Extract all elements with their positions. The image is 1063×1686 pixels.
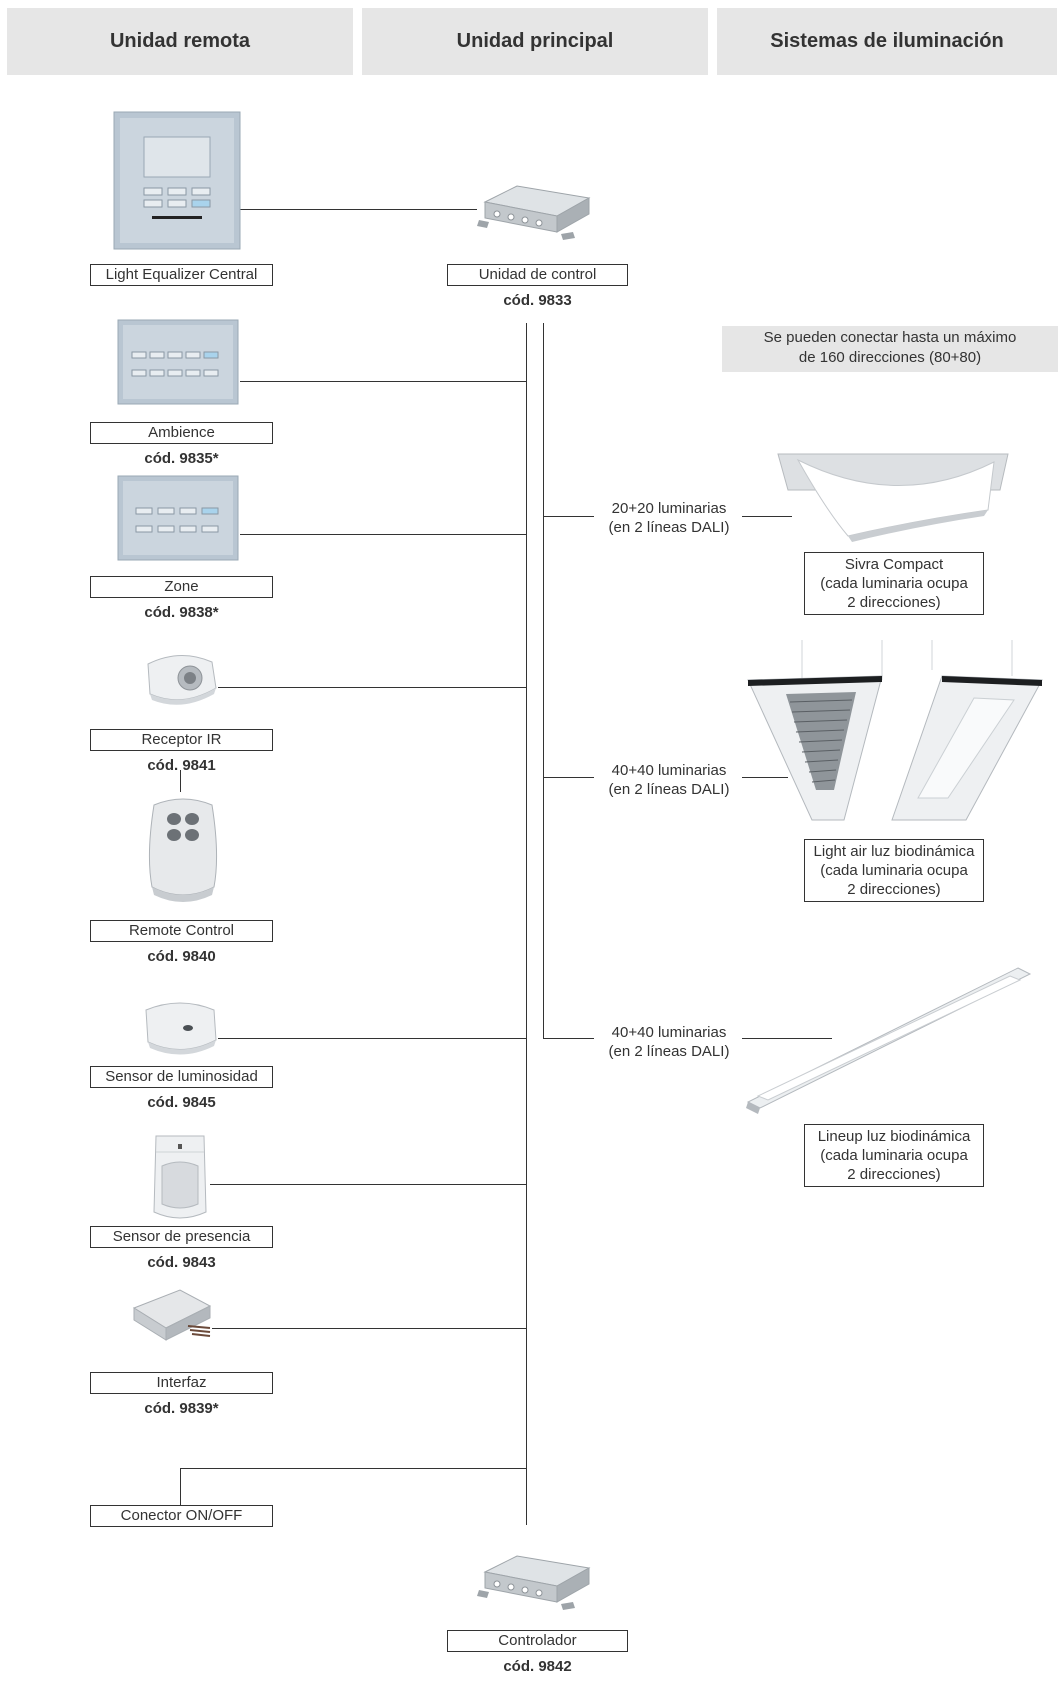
code-interface: cód. 9839* [144, 1400, 219, 1417]
code-control-unit: cód. 9833 [503, 292, 572, 309]
connector-lineup-left [543, 1038, 594, 1039]
flow-lineup-line-1: 40+40 luminarias [611, 1024, 727, 1041]
flow-label-lightair: 40+40 luminarias (en 2 líneas DALI) [596, 761, 742, 799]
flow-label-sivra: 20+20 luminarias (en 2 líneas DALI) [596, 499, 742, 537]
connector-onoff-v [180, 1468, 181, 1505]
connector-lightair-right [742, 777, 788, 778]
connector-equalizer [240, 209, 477, 210]
connector-lightair-left [543, 777, 594, 778]
connector-light-sensor [218, 1038, 527, 1039]
light-air-detail-2: 2 direcciones) [847, 881, 941, 898]
control-unit-image [477, 185, 591, 240]
connector-presence-sensor [210, 1184, 527, 1185]
interface-image [132, 1289, 212, 1341]
code-zone: cód. 9838* [144, 604, 219, 621]
connector-interface [212, 1328, 527, 1329]
capacity-note: Se pueden conectar hasta un máximo de 16… [722, 326, 1058, 372]
header-main-unit: Unidad principal [362, 8, 708, 75]
light-air-image [747, 640, 1043, 821]
header-remote-unit: Unidad remota [7, 8, 353, 75]
sivra-compact-name: Sivra Compact [844, 556, 944, 573]
ambience-panel-image [117, 319, 239, 405]
label-remote-control: Remote Control [90, 920, 273, 942]
lineup-detail-1: (cada luminaria ocupa [820, 1147, 968, 1164]
code-remote-control: cód. 9840 [147, 948, 216, 965]
light-air-detail-1: (cada luminaria ocupa [820, 862, 968, 879]
label-light-air: Light air luz biodinámica (cada luminari… [804, 839, 984, 902]
flow-sivra-line-2: (en 2 líneas DALI) [608, 519, 730, 536]
ir-receptor-image [147, 654, 217, 705]
connector-sivra-left [543, 516, 594, 517]
code-light-sensor: cód. 9845 [147, 1094, 216, 1111]
label-presence-sensor: Sensor de presencia [90, 1226, 273, 1248]
label-controller: Controlador [447, 1630, 628, 1652]
capacity-note-line-1: Se pueden conectar hasta un máximo [763, 329, 1017, 346]
code-controller: cód. 9842 [503, 1658, 572, 1675]
code-ir-receptor: cód. 9841 [147, 757, 216, 774]
light-equalizer-central-image [113, 111, 241, 250]
label-onoff-connector: Conector ON/OFF [90, 1505, 273, 1527]
label-zone: Zone [90, 576, 273, 598]
capacity-note-line-2: de 160 direcciones (80+80) [798, 349, 982, 366]
controller-image [477, 1555, 591, 1610]
sivra-compact-detail-2: 2 direcciones) [847, 594, 941, 611]
label-light-sensor: Sensor de luminosidad [90, 1066, 273, 1088]
label-ir-receptor: Receptor IR [90, 729, 273, 751]
bus-line-main [526, 323, 527, 1525]
header-lighting-systems: Sistemas de iluminación [717, 8, 1057, 75]
bus-line-luminaires [543, 323, 544, 1038]
flow-lineup-line-2: (en 2 líneas DALI) [608, 1043, 730, 1060]
code-presence-sensor: cód. 9843 [147, 1254, 216, 1271]
connector-onoff-h [180, 1468, 527, 1469]
flow-sivra-line-1: 20+20 luminarias [611, 500, 727, 517]
label-lineup: Lineup luz biodinámica (cada luminaria o… [804, 1124, 984, 1187]
presence-sensor-image [153, 1135, 207, 1219]
connector-lineup-right [742, 1038, 832, 1039]
zone-panel-image [117, 475, 239, 561]
flow-lightair-line-1: 40+40 luminarias [611, 762, 727, 779]
lineup-name: Lineup luz biodinámica [817, 1128, 971, 1145]
light-sensor-image [145, 1002, 217, 1055]
connector-ir-remote [180, 770, 181, 792]
label-interface: Interfaz [90, 1372, 273, 1394]
lineup-image [746, 967, 1032, 1114]
sivra-compact-image [777, 453, 1009, 542]
lineup-detail-2: 2 direcciones) [847, 1166, 941, 1183]
flow-lightair-line-2: (en 2 líneas DALI) [608, 781, 730, 798]
remote-control-image [148, 798, 218, 902]
connector-zone [240, 534, 527, 535]
label-ambience: Ambience [90, 422, 273, 444]
connector-sivra-right [742, 516, 792, 517]
label-light-equalizer-central: Light Equalizer Central [90, 264, 273, 286]
connector-ambience [240, 381, 527, 382]
flow-label-lineup: 40+40 luminarias (en 2 líneas DALI) [596, 1023, 742, 1061]
label-control-unit: Unidad de control [447, 264, 628, 286]
label-sivra-compact: Sivra Compact (cada luminaria ocupa 2 di… [804, 552, 984, 615]
code-ambience: cód. 9835* [144, 450, 219, 467]
sivra-compact-detail-1: (cada luminaria ocupa [820, 575, 968, 592]
light-air-name: Light air luz biodinámica [813, 843, 975, 860]
connector-ir-receptor [218, 687, 527, 688]
